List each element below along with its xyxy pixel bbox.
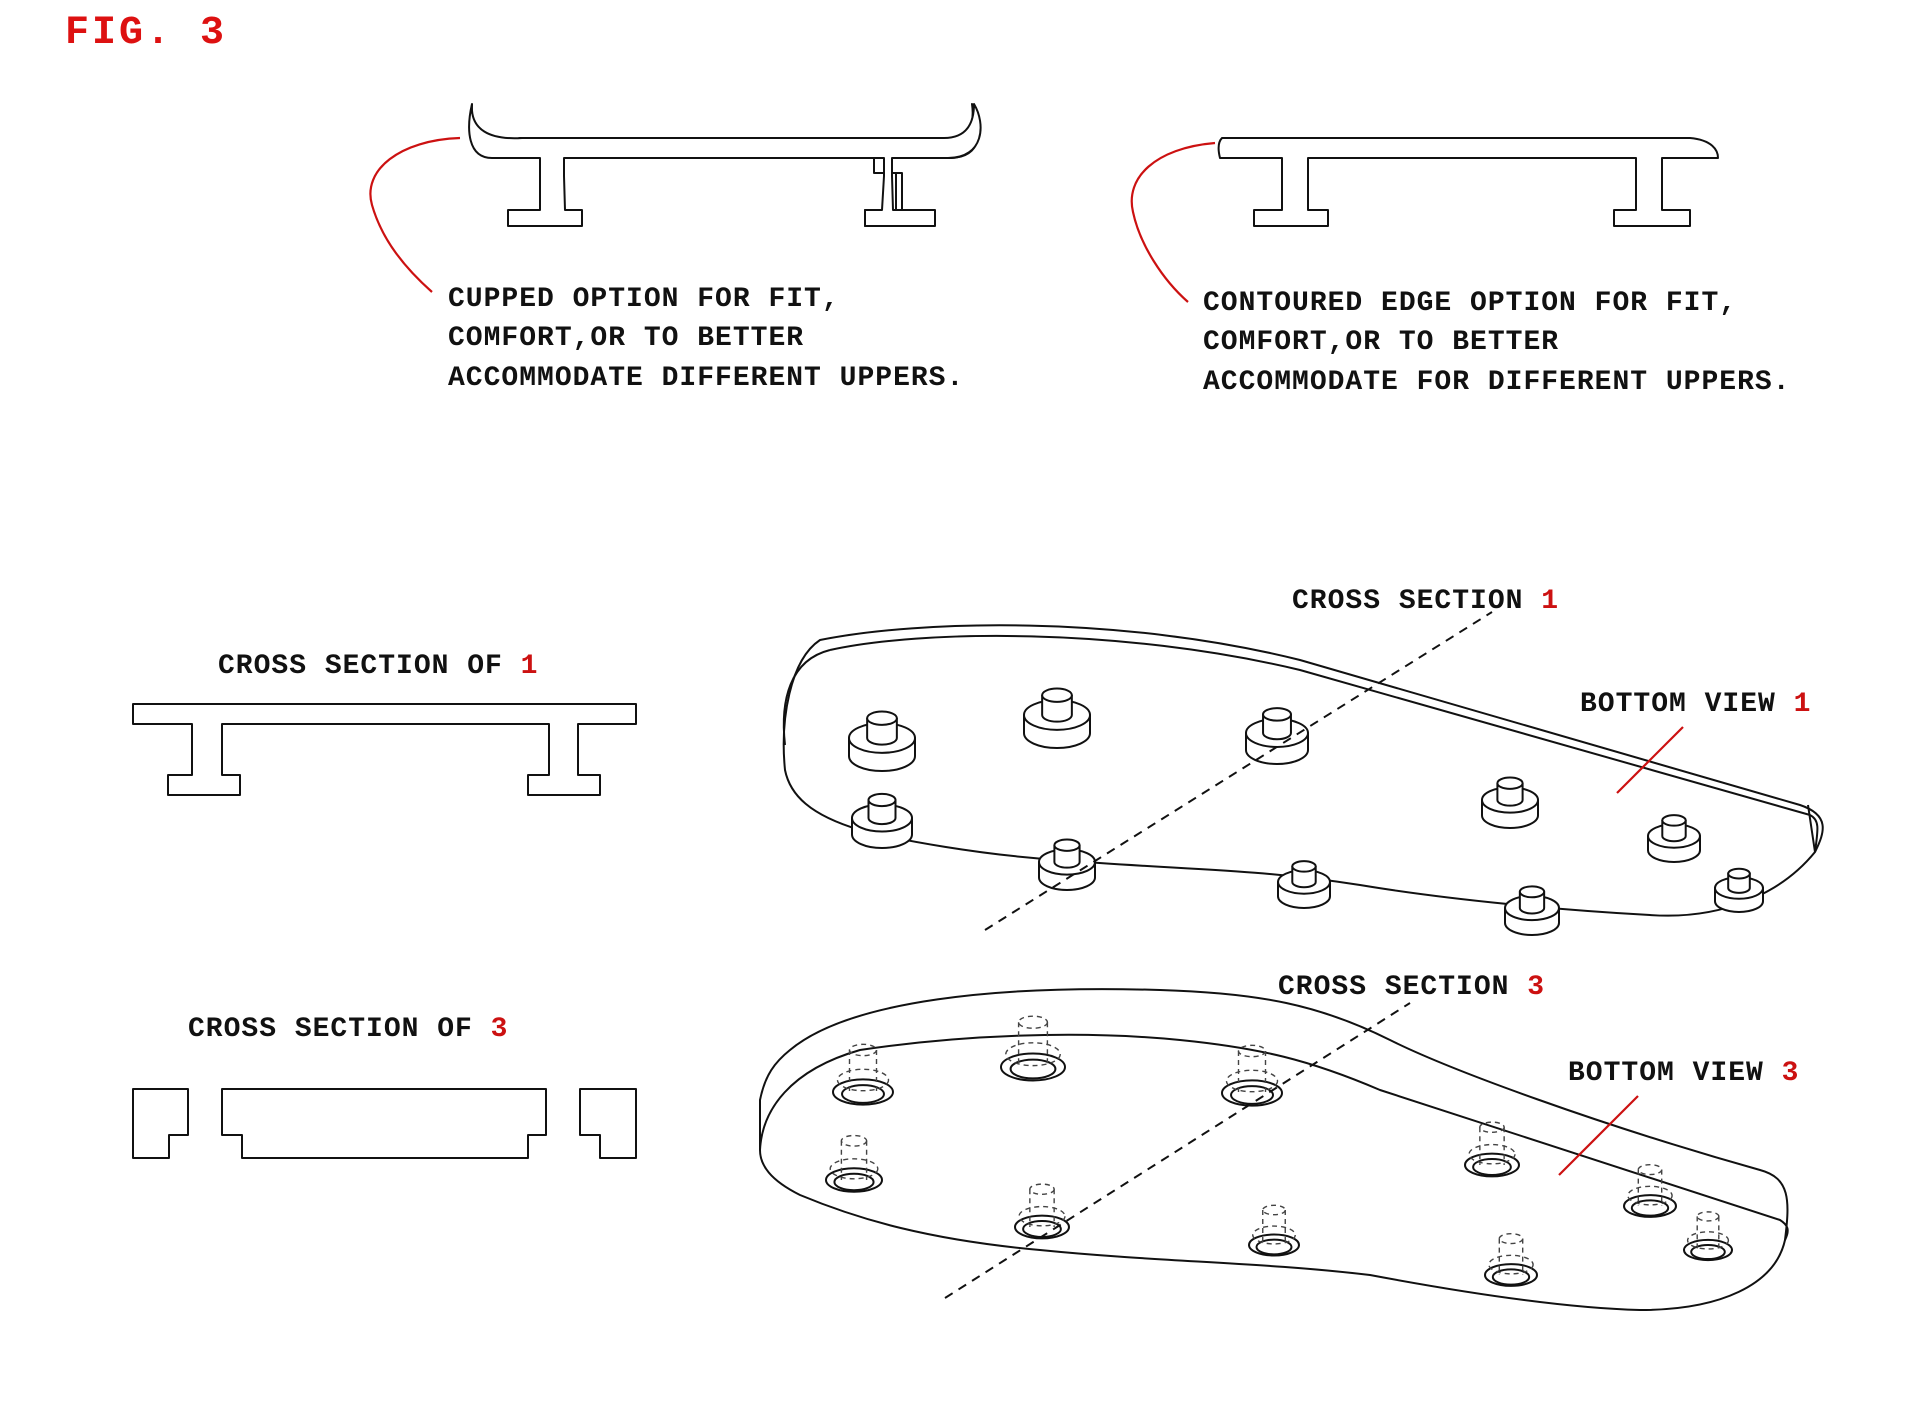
bottom-view-3-text: BOTTOM VIEW [1568,1058,1782,1089]
leader-bottom-view-1 [1616,726,1684,794]
stud [851,792,913,849]
stud-recess [1484,1232,1538,1287]
cross-section-of-1-text: CROSS SECTION OF [218,651,521,682]
bottom-view-3-number: 3 [1782,1058,1800,1089]
stud [1504,885,1560,936]
leader-contoured [1130,141,1216,303]
stud [1647,814,1701,863]
cross-section-1-number: 1 [1541,586,1559,617]
cross-section-of-3-label: CROSS SECTION OF 3 [188,1014,508,1045]
stud-recess [1000,1015,1066,1082]
callout-cupped: CUPPED OPTION FOR FIT, COMFORT,OR TO BET… [448,284,964,394]
callout-contoured-line-1: CONTOURED EDGE OPTION FOR FIT, [1203,288,1737,319]
bottom-view-3-studs [825,1015,1733,1287]
callout-contoured-line-3: ACCOMMODATE FOR DIFFERENT UPPERS. [1203,367,1791,398]
stud [1023,687,1091,749]
callout-contoured: CONTOURED EDGE OPTION FOR FIT, COMFORT,O… [1203,288,1791,398]
bottom-view-1-text: BOTTOM VIEW [1580,689,1794,720]
cross-section-of-3-number: 3 [491,1014,509,1045]
callout-contoured-line-2: COMFORT,OR TO BETTER [1203,327,1559,358]
callout-cupped-line-2: COMFORT,OR TO BETTER [448,323,804,354]
cross-section-of-1-profile [132,703,637,796]
cross-section-1-text: CROSS SECTION [1292,586,1541,617]
stud [848,710,916,772]
stud-recess [1464,1121,1520,1178]
stud-recess [1221,1044,1283,1107]
cross-section-3-line [944,1002,1411,1299]
bottom-view-1-studs [848,687,1764,936]
callout-cupped-line-1: CUPPED OPTION FOR FIT, [448,284,840,315]
cross-section-3-text: CROSS SECTION [1278,972,1527,1003]
stud [1714,867,1764,913]
bottom-view-3-label: BOTTOM VIEW 3 [1568,1058,1799,1089]
cross-section-of-1-number: 1 [521,651,539,682]
cross-section-3-label: CROSS SECTION 3 [1278,972,1545,1003]
stud-recess [1248,1204,1300,1257]
stud-recess [825,1134,883,1193]
stud [1038,838,1096,891]
bottom-view-1-label: BOTTOM VIEW 1 [1580,689,1811,720]
bottom-view-3-sole [759,988,1789,1311]
cross-section-3-number: 3 [1527,972,1545,1003]
cross-section-1-label: CROSS SECTION 1 [1292,586,1559,617]
stud-recess [1683,1211,1733,1262]
bottom-view-1-number: 1 [1794,689,1812,720]
cross-section-of-3-profile [132,1088,637,1159]
cross-section-1-line [984,611,1493,931]
figure-label: FIG. 3 [65,11,227,56]
leader-bottom-view-3 [1558,1095,1639,1176]
stud [1481,776,1539,829]
contoured-profile [1217,137,1719,227]
callout-cupped-line-3: ACCOMMODATE DIFFERENT UPPERS. [448,363,964,394]
cupped-profile-body [468,103,982,227]
cross-section-of-3-text: CROSS SECTION OF [188,1014,491,1045]
stud-recess [832,1043,894,1106]
cross-section-of-1-label: CROSS SECTION OF 1 [218,651,538,682]
stud [1277,860,1331,909]
stud-recess [1623,1163,1677,1218]
leader-cupped [369,136,461,293]
